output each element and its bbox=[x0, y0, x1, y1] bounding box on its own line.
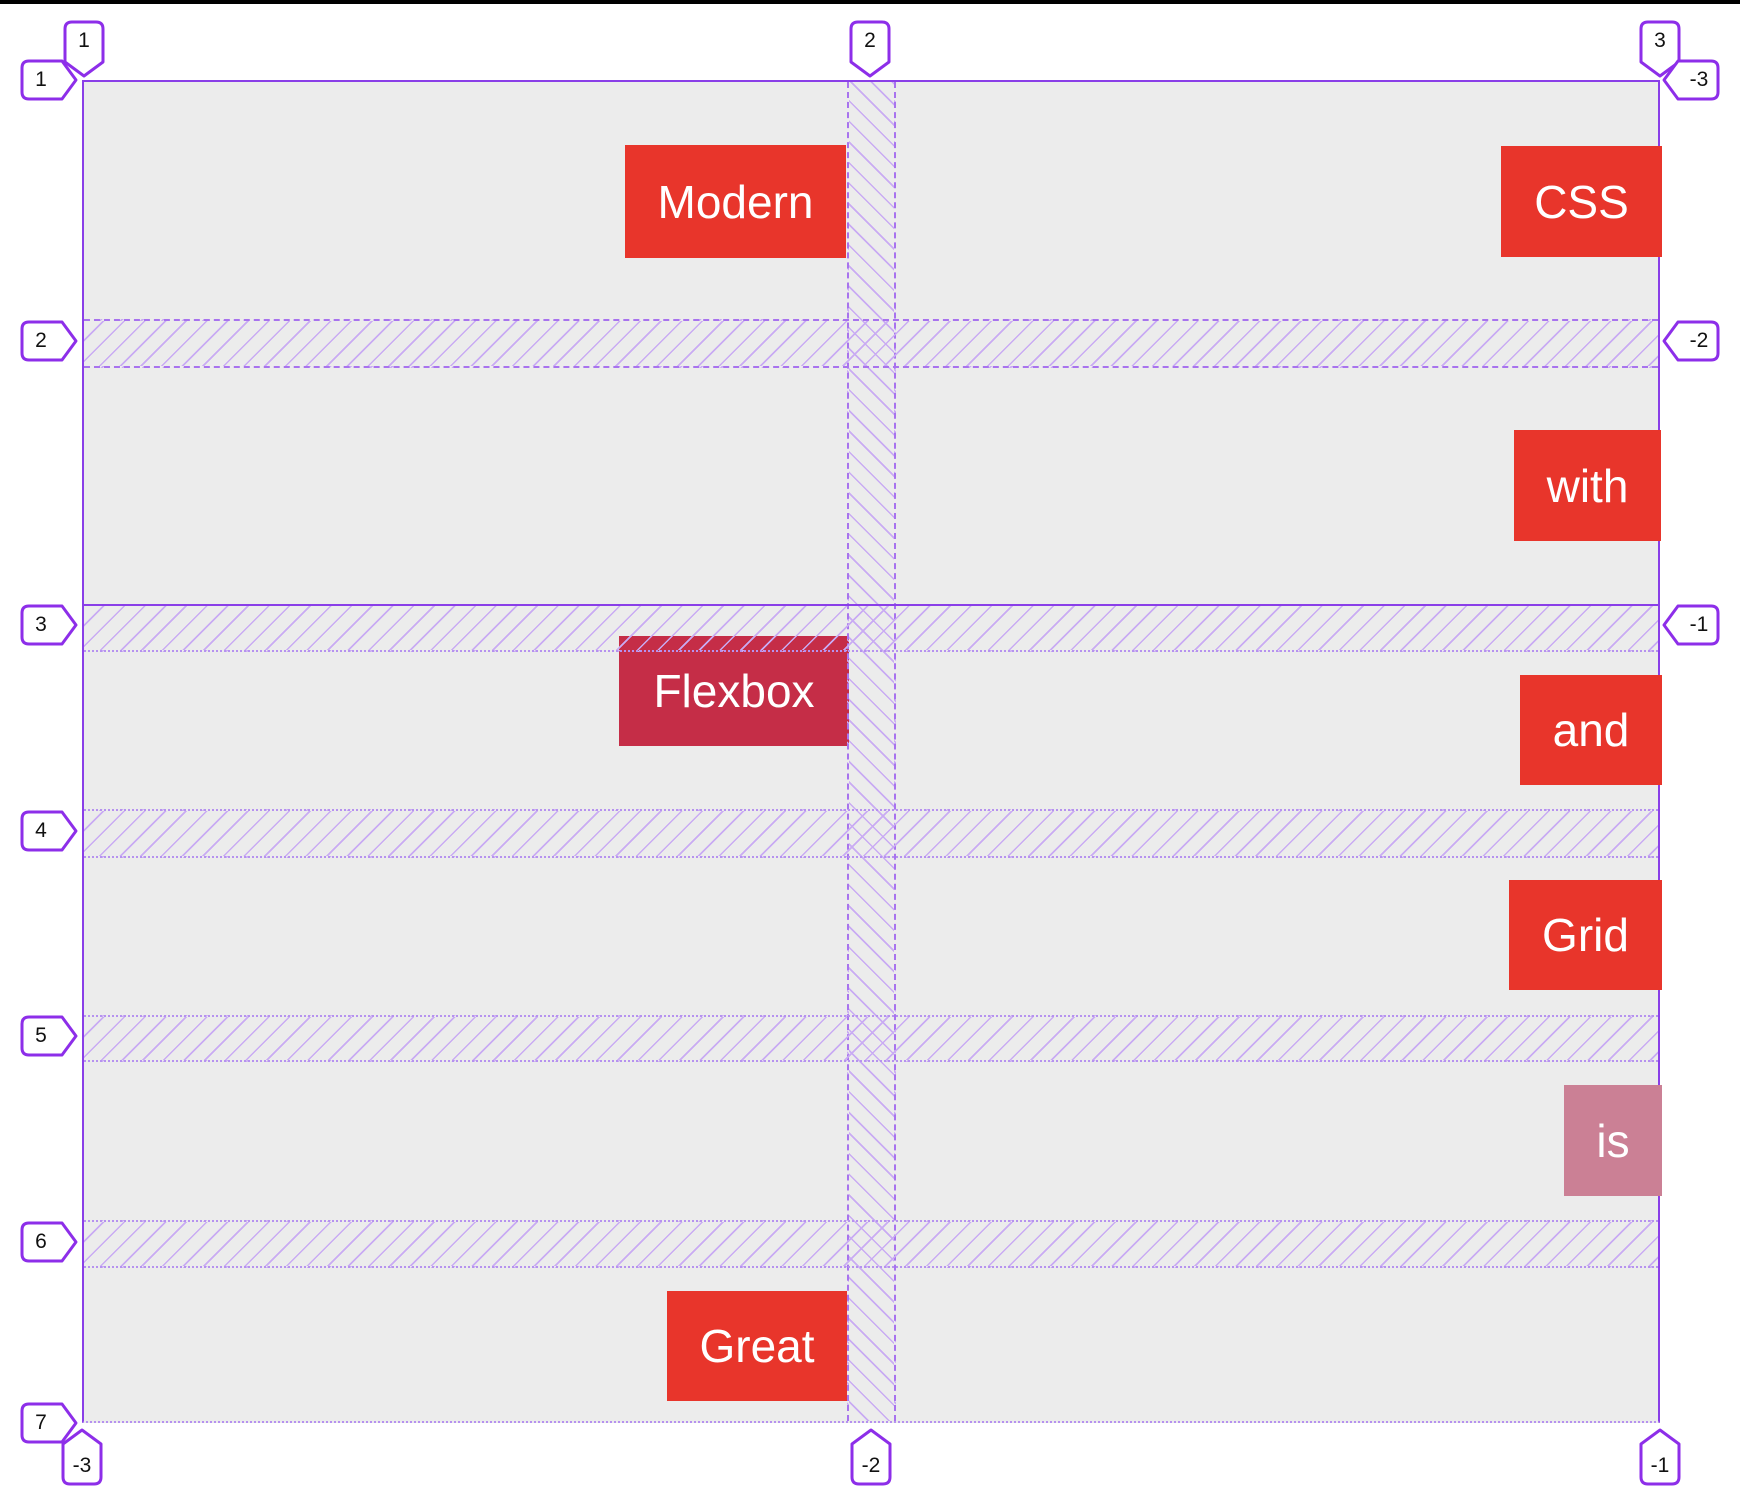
row-gap-line2-hatch bbox=[84, 319, 1658, 368]
grid-item-and: and bbox=[1520, 675, 1662, 785]
label-pentagon-right-icon bbox=[20, 1402, 78, 1444]
grid-item-label: CSS bbox=[1534, 175, 1629, 228]
row-line-label-4: 4 bbox=[19, 809, 79, 853]
label-pentagon-right-icon bbox=[20, 604, 78, 646]
top-edge-bar bbox=[0, 0, 1740, 4]
label-pentagon-down-icon bbox=[63, 20, 105, 78]
column-line-label-neg2: -2 bbox=[849, 1427, 893, 1487]
label-pentagon-right-icon bbox=[20, 1015, 78, 1057]
row-line-label-2: 2 bbox=[19, 319, 79, 363]
column-gap-hatch bbox=[847, 82, 896, 1421]
row-gap-line3-hatch-explicit-grid-end bbox=[84, 604, 1658, 652]
label-pentagon-left-icon bbox=[1662, 59, 1720, 101]
label-pentagon-up-icon bbox=[1639, 1428, 1681, 1486]
column-line-label-neg1: -1 bbox=[1638, 1427, 1682, 1487]
label-pentagon-left-icon bbox=[1662, 604, 1720, 646]
column-line-label-3: 3 bbox=[1638, 19, 1682, 79]
label-pentagon-left-icon bbox=[1662, 320, 1720, 362]
row-gap-line6-hatch bbox=[84, 1220, 1658, 1268]
row-line-label-3: 3 bbox=[19, 603, 79, 647]
label-pentagon-right-icon bbox=[20, 810, 78, 852]
row-line-label-neg3: -3 bbox=[1661, 58, 1721, 102]
grid-item-flexbox: Flexbox bbox=[619, 636, 849, 746]
column-line-label-2: 2 bbox=[848, 19, 892, 79]
label-pentagon-down-icon bbox=[849, 20, 891, 78]
grid-item-label: Flexbox bbox=[653, 665, 815, 717]
grid-item-label: Grid bbox=[1542, 909, 1629, 961]
row-gap-line4-hatch bbox=[84, 809, 1658, 858]
row-line-label-1: 1 bbox=[19, 58, 79, 102]
row-line-label-7: 7 bbox=[19, 1401, 79, 1445]
grid-item-great: Great bbox=[667, 1291, 847, 1401]
label-pentagon-up-icon bbox=[61, 1428, 103, 1486]
column-line-label-1: 1 bbox=[62, 19, 106, 79]
column-line-label-neg3: -3 bbox=[60, 1427, 104, 1487]
grid-item-label: and bbox=[1552, 704, 1630, 756]
grid-item-with: with bbox=[1514, 430, 1661, 541]
label-pentagon-right-icon bbox=[20, 1221, 78, 1263]
row-line-label-5: 5 bbox=[19, 1014, 79, 1058]
row-gap-line5-hatch bbox=[84, 1015, 1658, 1062]
grid-item-label: with bbox=[1546, 459, 1629, 512]
label-pentagon-right-icon bbox=[20, 59, 78, 101]
grid-item-modern: Modern bbox=[625, 145, 846, 258]
row-line-label-6: 6 bbox=[19, 1220, 79, 1264]
label-pentagon-right-icon bbox=[20, 320, 78, 362]
grid-item-css: CSS bbox=[1501, 146, 1662, 257]
grid-item-label: Great bbox=[699, 1320, 815, 1372]
grid-overlay: Modern CSS with Flexbox and Grid is Grea… bbox=[82, 80, 1662, 1423]
grid-item-grid: Grid bbox=[1509, 880, 1662, 990]
row-line-label-neg1: -1 bbox=[1661, 603, 1721, 647]
grid-item-is: is bbox=[1564, 1085, 1662, 1196]
grid-item-label: Modern bbox=[657, 175, 814, 228]
label-pentagon-down-icon bbox=[1639, 20, 1681, 78]
label-pentagon-up-icon bbox=[850, 1428, 892, 1486]
grid-item-label: is bbox=[1596, 1114, 1630, 1167]
row-line-label-neg2: -2 bbox=[1661, 319, 1721, 363]
